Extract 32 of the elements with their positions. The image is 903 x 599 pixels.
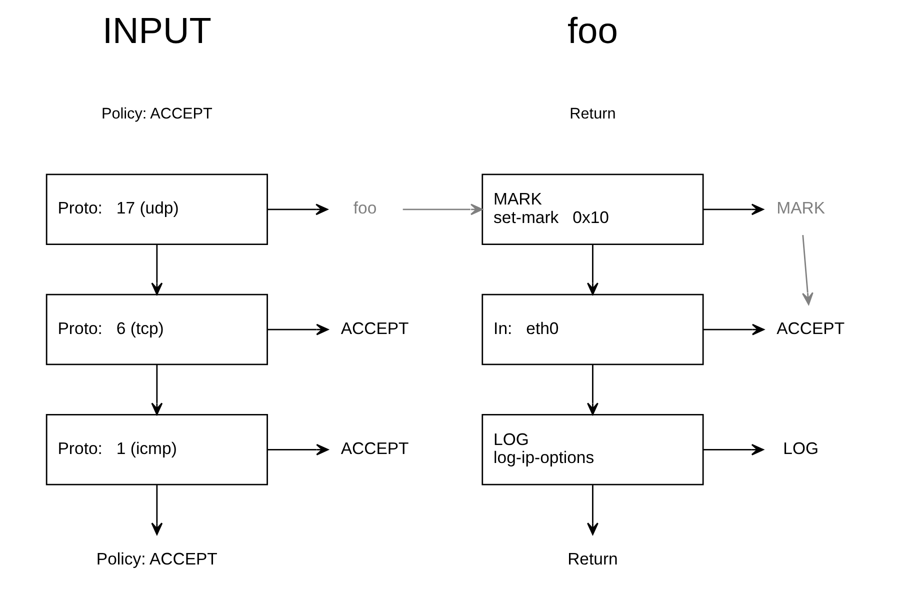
- arrow: [586, 364, 598, 416]
- node-text: ACCEPT: [340, 318, 408, 338]
- arrow: [702, 444, 764, 456]
- node-box: LOG log-ip-options: [481, 414, 704, 486]
- label: Policy: ACCEPT: [100, 105, 212, 122]
- node-box: Proto: 17 (udp): [45, 174, 268, 246]
- node-box: Proto: 1 (icmp): [45, 414, 268, 486]
- arrow: [801, 235, 813, 305]
- arrow: [267, 324, 328, 336]
- arrow: [267, 444, 328, 456]
- arrow: [702, 324, 764, 336]
- arrow: [586, 244, 598, 295]
- arrow: [267, 204, 328, 216]
- arrow: [586, 485, 598, 536]
- node-text: foo: [352, 198, 376, 218]
- node-text: Return: [567, 549, 618, 568]
- node-box: MARK set-mark 0x10: [481, 174, 704, 246]
- node-box: In: eth0: [481, 294, 704, 366]
- node-text: MARK: [776, 198, 825, 218]
- arrow: [702, 204, 764, 216]
- label: Return: [569, 105, 616, 122]
- label: INPUT: [102, 10, 211, 51]
- arrow: [150, 485, 162, 536]
- arrow: [150, 244, 162, 295]
- node-text: ACCEPT: [776, 318, 844, 338]
- node-text: Policy: ACCEPT: [96, 549, 217, 568]
- node-text: LOG: [782, 438, 818, 458]
- arrow: [150, 364, 162, 416]
- node-text: ACCEPT: [340, 438, 408, 458]
- node-box: Proto: 6 (tcp): [45, 294, 268, 366]
- label: foo: [566, 10, 618, 51]
- arrow: [402, 204, 482, 216]
